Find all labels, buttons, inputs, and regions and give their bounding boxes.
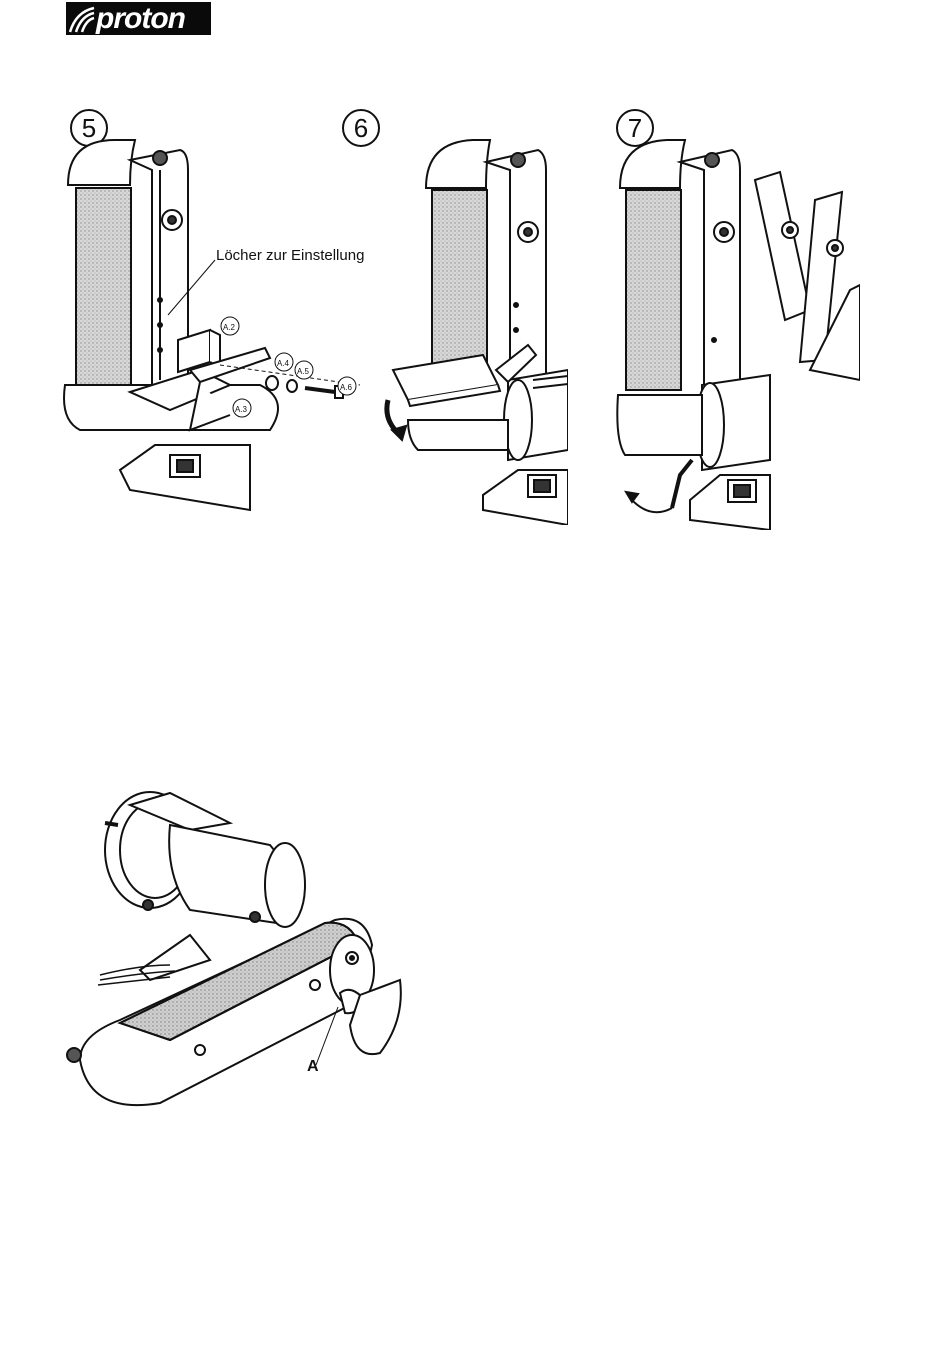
logo-swoosh-icon bbox=[66, 2, 96, 35]
part-tag-a6: A.6 bbox=[340, 383, 353, 392]
part-tag-a3: A.3 bbox=[235, 405, 248, 414]
part-label-a: A bbox=[307, 1058, 319, 1076]
brand-name: proton bbox=[96, 2, 185, 35]
part-tag-a5: A.5 bbox=[297, 367, 310, 376]
brand-logo: proton bbox=[66, 2, 211, 35]
figure-belt-sander-horizontal bbox=[60, 785, 410, 1120]
figure-5-part-tags: A.2 A.4 A.5 A.6 A.3 bbox=[210, 310, 360, 420]
part-tag-a4: A.4 bbox=[277, 359, 290, 368]
part-tag-a2: A.2 bbox=[223, 323, 236, 332]
figure-7-table-angle-adjust bbox=[610, 130, 860, 530]
figure-6-table-fitted bbox=[378, 130, 568, 525]
